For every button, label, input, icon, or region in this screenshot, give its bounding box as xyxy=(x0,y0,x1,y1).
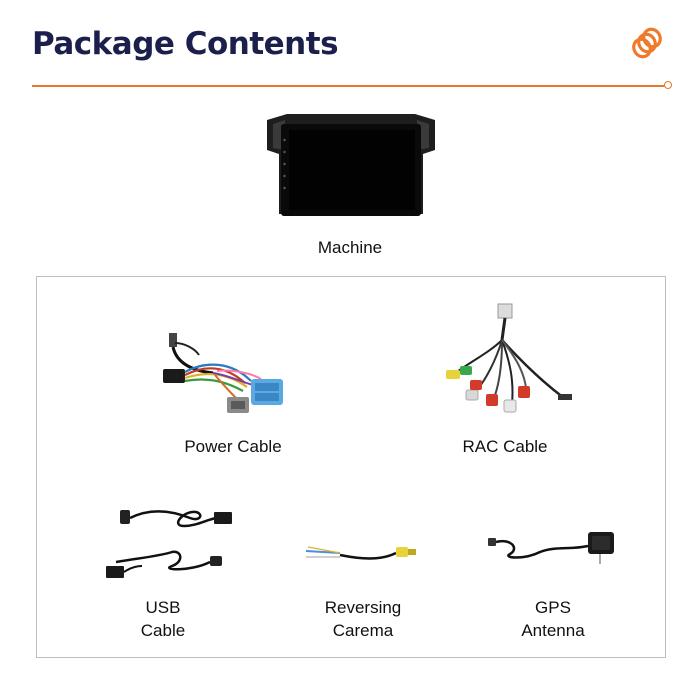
rca-cable-icon xyxy=(446,303,572,413)
item-label-power-cable: Power Cable xyxy=(184,437,282,456)
wiring-harness-icon xyxy=(163,333,283,413)
item-label-rac-cable: RAC Cable xyxy=(462,437,548,456)
usb-label-line1: USB xyxy=(145,598,181,617)
usb-label-line2: Cable xyxy=(140,621,186,640)
item-label-usb-cable: USB Cable xyxy=(113,596,213,642)
reversing-camera-cable-icon xyxy=(305,546,416,560)
item-label-machine: Machine xyxy=(317,238,383,257)
reversing-label-line1: Reversing xyxy=(324,598,402,617)
car-head-unit-icon xyxy=(267,114,435,216)
item-label-reversing-camera: Reversing Carema xyxy=(303,596,423,642)
gps-label-line2: Antenna xyxy=(521,621,585,640)
item-label-gps-antenna: GPS Antenna xyxy=(503,596,603,642)
page-title: Package Contents xyxy=(32,26,339,62)
usb-cable-icon xyxy=(106,510,232,578)
reversing-label-line2: Carema xyxy=(332,621,394,640)
orange-coil-logo-icon xyxy=(629,25,665,61)
accessories-box xyxy=(36,276,666,658)
gps-antenna-icon xyxy=(488,532,614,564)
header-divider xyxy=(32,85,666,87)
gps-label-line1: GPS xyxy=(535,598,571,617)
divider-end-dot xyxy=(664,81,672,89)
